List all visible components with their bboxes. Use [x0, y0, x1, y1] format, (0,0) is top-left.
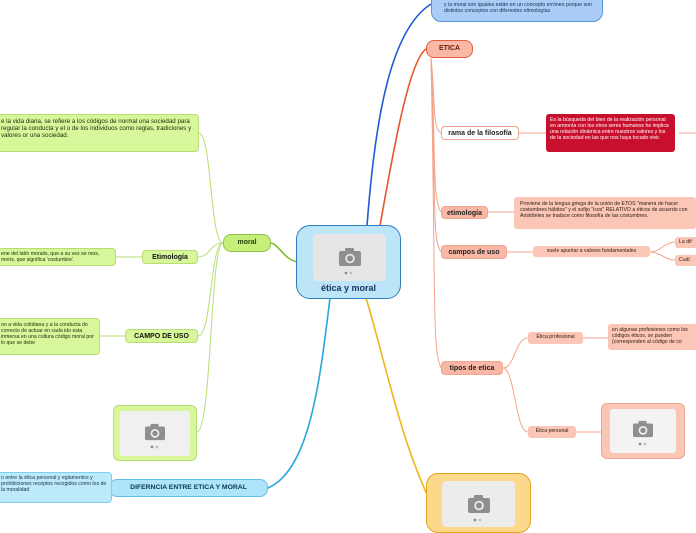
image-moral[interactable]	[113, 405, 197, 461]
topic-diferencia[interactable]: DIFERNCIA ENTRE ETICA Y MORAL	[109, 479, 268, 497]
pager-dots	[473, 518, 482, 522]
definition-campo-de-uso[interactable]: on a vida cotidiana y a la conducta do c…	[0, 318, 100, 355]
definition-etimologia-moral[interactable]: ene del latín moralis, que a su vez se m…	[0, 248, 116, 266]
image-placeholder	[120, 411, 190, 456]
topic-note-text: y la moral son iguales están en un conce…	[444, 2, 592, 14]
central-topic-title: ética y moral	[320, 283, 377, 293]
image-placeholder	[442, 481, 515, 527]
tipo-etica-profesional[interactable]: Ética profesional	[528, 332, 583, 344]
image-placeholder	[313, 234, 386, 281]
pager-dots	[150, 445, 159, 449]
central-topic[interactable]: ética y moral	[296, 225, 401, 299]
definition-moral[interactable]: e la vida diaria, se refiere a los códig…	[0, 114, 199, 152]
connector-lines	[84, 3, 696, 506]
subtopic-rama-filosofia[interactable]: rama de la filosofía	[441, 126, 519, 140]
topic-moral[interactable]: moral	[223, 234, 271, 252]
camera-icon	[633, 420, 653, 438]
topic-etica[interactable]: ETICA	[426, 40, 473, 58]
subtopic-tipos-de-etica[interactable]: tipos de etica	[441, 361, 503, 375]
image-topic-yellow[interactable]	[426, 473, 531, 533]
camera-icon	[145, 423, 165, 441]
subtopic-campo-de-uso[interactable]: CAMPO DE USO	[125, 329, 198, 343]
subtopic-etimologia-moral[interactable]: Etimología	[142, 250, 198, 264]
definition-etimologia-etica[interactable]: Proviene de la lengua griega de la unión…	[514, 197, 696, 229]
pager-dots	[638, 442, 647, 446]
definition-rama-filosofia[interactable]: Es la búsqueda del bien de la realizació…	[546, 114, 675, 152]
image-placeholder	[610, 409, 676, 453]
subtopic-campos-de-uso[interactable]: campos de uso	[441, 245, 507, 259]
campos-sub-cual[interactable]: Cuál	[675, 255, 696, 266]
tipo-etica-personal[interactable]: Ética personal	[528, 426, 576, 438]
definition-etica-profesional[interactable]: en algunas profesiones como los códigos …	[608, 324, 696, 350]
subtopic-etimologia-etica[interactable]: etimología	[441, 206, 488, 219]
pager-dots	[344, 271, 353, 275]
image-etica-personal[interactable]	[601, 403, 685, 459]
camera-icon	[339, 248, 361, 266]
definition-diferencia[interactable]: o entre la ética personal y eglamentos y…	[0, 472, 112, 503]
campos-sub-diferencia[interactable]: La dif	[675, 237, 696, 248]
campos-child-valores[interactable]: suele apuntar a valores fundamentales	[533, 246, 650, 257]
topic-note-top[interactable]: y la moral son iguales están en un conce…	[431, 0, 603, 22]
camera-icon	[468, 495, 490, 513]
